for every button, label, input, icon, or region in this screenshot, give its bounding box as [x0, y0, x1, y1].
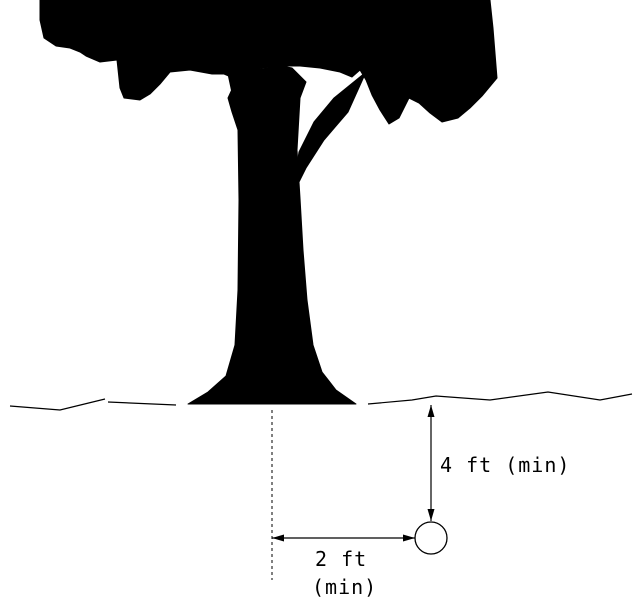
tree-trunk [187, 65, 357, 405]
horizontal-dimension [272, 534, 415, 542]
tree-icon [39, 0, 498, 405]
buried-utility-circle [414, 521, 448, 555]
tree-branch-left [227, 73, 245, 123]
arrowhead-up-icon [427, 405, 435, 417]
horizontal-offset-qualifier: (min) [312, 575, 377, 599]
arrowhead-down-icon [427, 509, 435, 521]
vertical-dimension [427, 405, 435, 521]
arrowhead-right-icon [403, 534, 415, 542]
ground-line [9, 391, 633, 411]
horizontal-offset-label: 2 ft [315, 547, 367, 571]
arrowhead-left-icon [272, 534, 284, 542]
vertical-clearance-label: 4 ft (min) [440, 453, 570, 477]
tree-branch-right [291, 71, 367, 197]
